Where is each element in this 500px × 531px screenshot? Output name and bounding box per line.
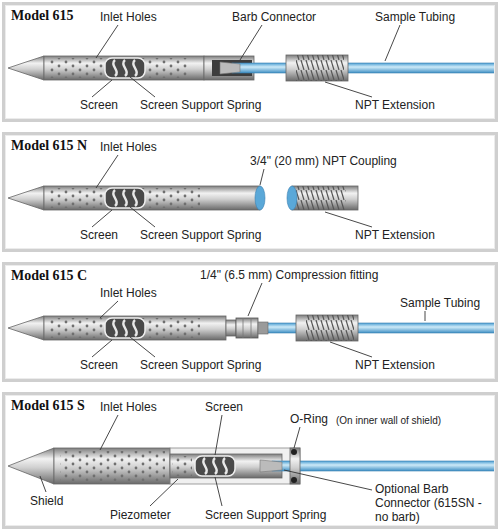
part-label: Screen Support Spring — [205, 508, 326, 522]
part-label: (On inner wall of shield) — [336, 415, 441, 427]
probe-615 — [8, 25, 497, 97]
part-label: Optional Barb Connector (615SN - no barb… — [375, 482, 485, 524]
part-label: Screen Support Spring — [140, 98, 261, 112]
part-label: Screen — [80, 228, 118, 242]
part-label: Sample Tubing — [375, 10, 455, 24]
leader-lines — [40, 415, 372, 506]
part-label: 1/4" (6.5 mm) Compression fitting — [200, 268, 378, 282]
part-label: Screen — [205, 400, 243, 414]
part-label: Inlet Holes — [100, 140, 157, 154]
part-label: Shield — [30, 494, 63, 508]
part-label: O-Ring — [290, 412, 328, 426]
part-label: Inlet Holes — [100, 400, 157, 414]
part-label: NPT Extension — [355, 228, 435, 242]
model-title: Model 615 S — [11, 398, 85, 414]
part-label: Screen Support Spring — [140, 358, 261, 372]
part-label: Inlet Holes — [100, 286, 157, 300]
part-label: Inlet Holes — [100, 10, 157, 24]
probe-615c — [8, 283, 497, 357]
model-title: Model 615 C — [11, 268, 87, 284]
leader-lines — [92, 25, 400, 97]
part-label: NPT Extension — [355, 358, 435, 372]
model-title: Model 615 N — [11, 138, 87, 154]
part-label: 3/4" (20 mm) NPT Coupling — [250, 154, 397, 168]
leader-lines — [92, 283, 425, 357]
model-title: Model 615 — [11, 8, 74, 24]
part-label: Screen — [80, 358, 118, 372]
part-label: NPT Extension — [355, 98, 435, 112]
part-label: Screen — [80, 98, 118, 112]
part-label: Screen Support Spring — [140, 228, 261, 242]
part-label: Sample Tubing — [400, 296, 480, 310]
part-label: Piezometer — [110, 508, 171, 522]
part-label: Barb Connector — [232, 10, 316, 24]
